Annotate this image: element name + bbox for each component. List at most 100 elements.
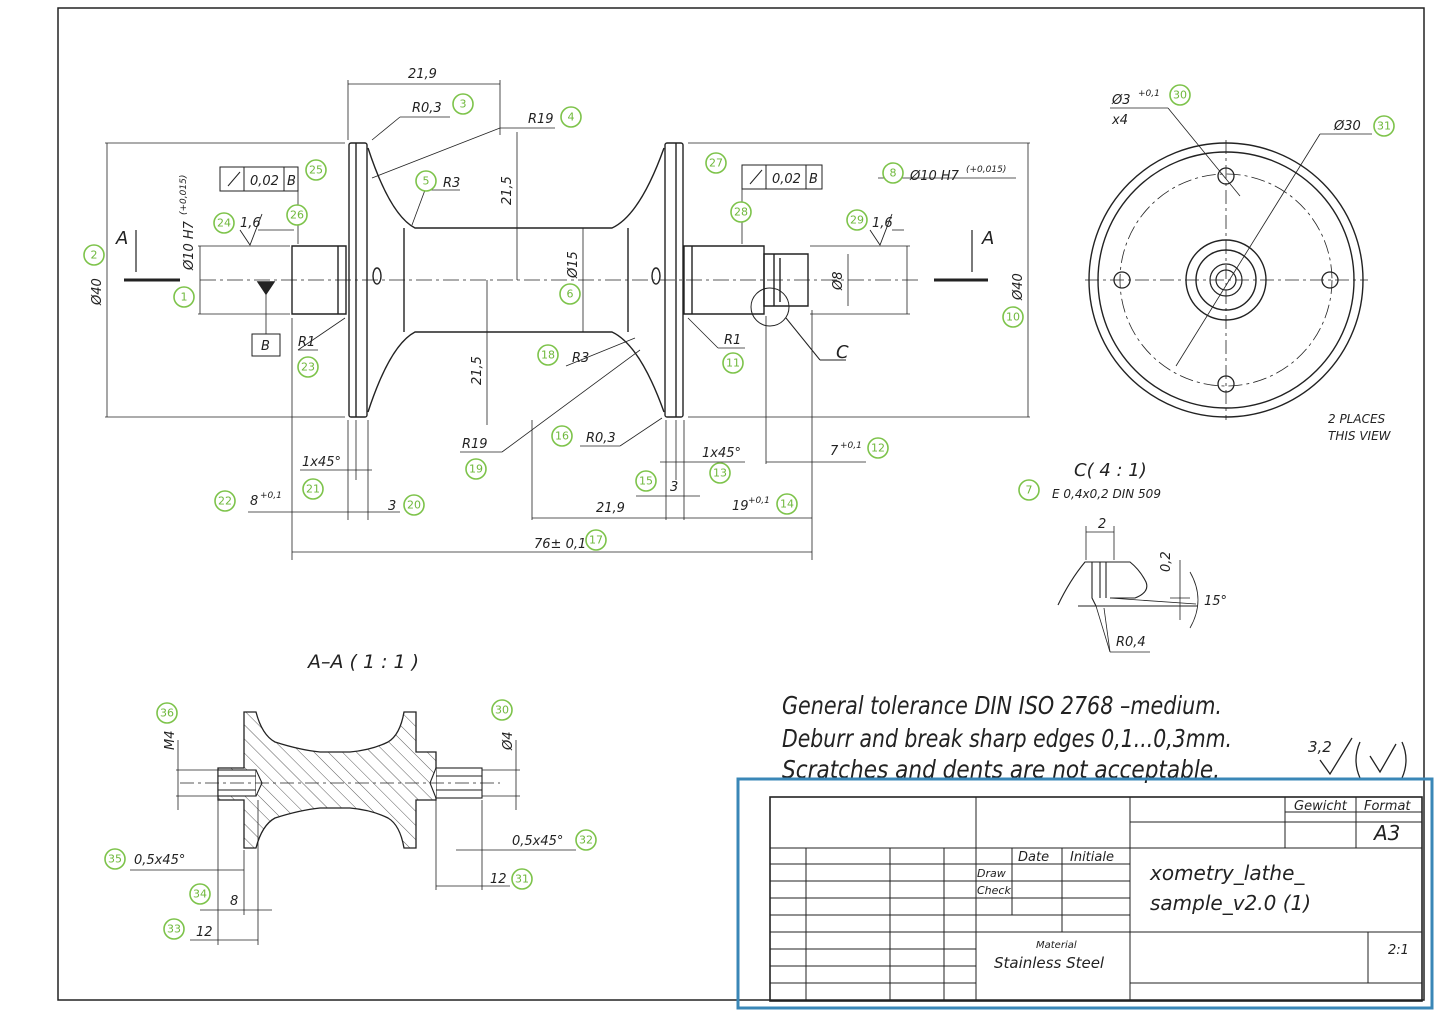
balloon-35: 35 — [104, 848, 126, 870]
section-a-a: A–A ( 1 : 1 ) — [130, 651, 576, 945]
dim-r19-top: R19 — [528, 112, 554, 127]
balloon-17: 17 — [585, 529, 607, 551]
dim-21-5-top: 21,5 — [500, 176, 515, 205]
svg-text:16: 16 — [555, 430, 569, 443]
svg-text:36: 36 — [160, 707, 174, 720]
balloon-24: 24 — [213, 212, 235, 234]
svg-text:14: 14 — [780, 498, 794, 511]
note-line-1: General tolerance DIN ISO 2768 –medium. — [782, 691, 1222, 720]
dim-8: 8 — [250, 494, 258, 509]
roughness-left: 1,6 — [240, 216, 261, 231]
balloon-30-section: 30 — [491, 699, 513, 721]
svg-text:3: 3 — [460, 98, 467, 111]
end-hole-dia: Ø3 — [1111, 93, 1131, 108]
dim-d10-right: Ø10 H7 — [909, 169, 960, 184]
svg-text:34: 34 — [193, 888, 207, 901]
tb-name-2: sample_v2.0 (1) — [1150, 891, 1311, 915]
dim-d10-left-tol: (+0,015) — [179, 175, 189, 215]
balloon-20: 20 — [403, 494, 425, 516]
tb-scale: 2:1 — [1388, 943, 1409, 958]
section-a-right: A — [981, 228, 994, 249]
general-notes: General tolerance DIN ISO 2768 –medium. … — [782, 691, 1232, 784]
dim-21-9-top: 21,9 — [408, 67, 437, 82]
section-title: A–A ( 1 : 1 ) — [306, 651, 419, 673]
svg-text:5: 5 — [423, 175, 430, 188]
detail-c-spec: E 0,4x0,2 DIN 509 — [1052, 487, 1161, 501]
tol-value-right: 0,02 — [772, 172, 801, 187]
dim-chamfer-left: 1x45° — [302, 455, 341, 470]
section-chamfer-left: 0,5x45° — [134, 853, 185, 868]
dim-7-tol: +0,1 — [840, 441, 862, 451]
balloon-3: 3 — [452, 93, 474, 115]
balloon-16: 16 — [551, 425, 573, 447]
detail-c-marker — [750, 287, 790, 327]
svg-text:27: 27 — [709, 157, 723, 170]
dim-d40-left: Ø40 — [90, 278, 105, 306]
detail-c-angle: 15° — [1204, 594, 1227, 609]
svg-text:31: 31 — [1377, 120, 1391, 133]
balloon-31-section: 31 — [511, 868, 533, 890]
balloon-13: 13 — [709, 462, 731, 484]
main-view — [105, 80, 1030, 560]
tb-draw: Draw — [977, 867, 1006, 880]
svg-text:6: 6 — [567, 288, 574, 301]
balloon-36: 36 — [156, 702, 178, 724]
tol-datum-right: B — [809, 172, 818, 187]
svg-text:13: 13 — [713, 467, 727, 480]
balloon-18: 18 — [537, 344, 559, 366]
dim-8-tol: +0,1 — [260, 491, 282, 501]
right-journal — [683, 245, 765, 315]
left-journal — [291, 245, 347, 315]
detail-c-title: C( 4 : 1) — [1074, 460, 1147, 481]
balloon-12: 12 — [867, 437, 889, 459]
end-hole-tol: +0,1 — [1138, 89, 1160, 99]
svg-text:18: 18 — [541, 349, 555, 362]
datum-b-box-label: B — [261, 339, 270, 354]
svg-text:28: 28 — [734, 206, 748, 219]
dim-19-tol: +0,1 — [748, 496, 770, 506]
balloon-22: 22 — [214, 490, 236, 512]
svg-text:4: 4 — [568, 111, 575, 124]
svg-text:22: 22 — [218, 495, 232, 508]
detail-c-radius: R0,4 — [1116, 635, 1146, 650]
balloon-6: 6 — [559, 283, 581, 305]
tol-datum-left: B — [287, 174, 296, 189]
balloon-27: 27 — [705, 152, 727, 174]
dim-chamfer-right: 1x45° — [702, 446, 741, 461]
title-block-text: Gewicht Format A3 Date Initiale Draw Che… — [977, 799, 1411, 972]
end-dia: Ø30 — [1333, 119, 1361, 134]
svg-text:26: 26 — [290, 209, 304, 222]
svg-text:31: 31 — [515, 873, 529, 886]
balloons: 1 2 3 4 5 6 7 8 10 11 12 13 14 15 16 17 … — [83, 84, 1395, 940]
dim-21-5-bottom: 21,5 — [470, 356, 485, 385]
dim-r1-left: R1 — [298, 335, 315, 350]
detail-c-width: 2 — [1098, 517, 1106, 532]
tb-material-value: Stainless Steel — [994, 954, 1105, 972]
svg-text:23: 23 — [301, 361, 315, 374]
sheet-border — [57, 7, 1425, 1001]
end-view-labels: Ø3 +0,1 x4 Ø30 2 PLACES THIS VIEW — [1111, 89, 1392, 443]
end-places-1: 2 PLACES — [1328, 412, 1386, 426]
end-view — [1085, 107, 1372, 420]
end-places-2: THIS VIEW — [1328, 429, 1392, 443]
balloon-2: 2 — [83, 244, 105, 266]
balloon-30-end: 30 — [1169, 84, 1191, 106]
balloon-15: 15 — [635, 470, 657, 492]
balloon-11: 11 — [722, 352, 744, 374]
svg-text:11: 11 — [726, 357, 740, 370]
tb-date: Date — [1018, 850, 1049, 865]
roughness-symbol: 3,2 — [1308, 737, 1407, 779]
body-bottom-curve — [367, 331, 665, 413]
dim-21-9-bottom: 21,9 — [596, 501, 625, 516]
dim-7: 7 — [830, 444, 839, 459]
balloon-5: 5 — [415, 170, 437, 192]
section-d12-left: 12 — [196, 925, 213, 940]
end-hole-count: x4 — [1111, 113, 1128, 128]
tb-initiale: Initiale — [1070, 850, 1114, 865]
left-flange — [348, 142, 368, 418]
svg-text:29: 29 — [850, 214, 864, 227]
balloon-33: 33 — [163, 918, 185, 940]
section-d8: 8 — [230, 894, 238, 909]
dim-d15: Ø15 — [566, 251, 581, 279]
